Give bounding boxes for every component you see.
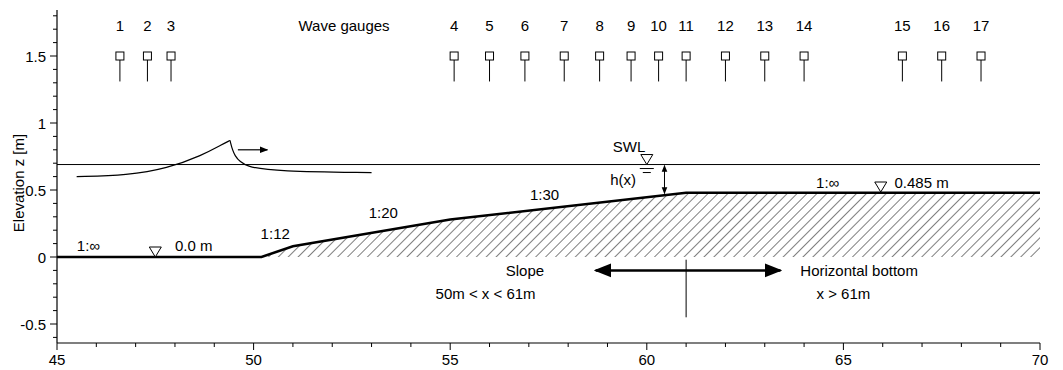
- gauge-number: 7: [560, 18, 568, 33]
- x-axis: [57, 342, 1040, 343]
- y-tick-label: 0.5: [25, 183, 46, 198]
- hatched-bed: [261, 193, 1040, 257]
- gauges-title: Wave gauges: [298, 18, 389, 33]
- gauge-number: 4: [450, 18, 458, 33]
- slope-ratio: 1:∞: [77, 237, 100, 252]
- gauge-number: 13: [756, 18, 773, 33]
- level-label: 0.0 m: [175, 237, 213, 252]
- x-tick-label: 50: [245, 352, 262, 367]
- slope-ratio: 1:30: [530, 187, 559, 202]
- gauge-number: 11: [678, 18, 694, 33]
- slope-ratio: 1:20: [369, 205, 398, 220]
- slope-ratio: 1:∞: [816, 174, 839, 189]
- gauge-number: 2: [143, 18, 151, 33]
- bed-profile: [57, 193, 1040, 257]
- swl-label: SWL: [613, 138, 646, 153]
- slope-ratio: 1:12: [261, 225, 290, 240]
- y-ticks: [50, 16, 57, 338]
- x-tick-label: 45: [49, 352, 66, 367]
- region-label: Slope: [506, 263, 544, 278]
- gauge-number: 12: [717, 18, 734, 33]
- gauge-number: 5: [485, 18, 493, 33]
- x-ticks: [57, 343, 1040, 350]
- gauge-number: 15: [894, 18, 911, 33]
- depth-label: h(x): [610, 171, 636, 186]
- region-range: x > 61m: [817, 286, 871, 301]
- swl-line: [57, 164, 1040, 165]
- gauge-number: 9: [627, 18, 635, 33]
- gauge-number: 14: [796, 18, 813, 33]
- y-tick-label: 1: [38, 116, 46, 131]
- x-tick-label: 60: [638, 352, 655, 367]
- gauge-number: 10: [650, 18, 667, 33]
- gauge-number: 8: [595, 18, 603, 33]
- wave-arrow: [238, 149, 267, 150]
- x-tick-label: 65: [835, 352, 852, 367]
- crest-level-marker: [875, 182, 887, 192]
- region-divider: [686, 260, 687, 318]
- gauge-number: 3: [167, 18, 175, 33]
- level-label: 0.485 m: [895, 174, 949, 189]
- swl-dash: [643, 172, 651, 173]
- gauge-number: 6: [521, 18, 529, 33]
- y-tick-label: 0: [38, 250, 46, 265]
- swl-dash: [640, 168, 654, 169]
- y-tick-label: -0.5: [20, 317, 46, 332]
- gauge-number: 17: [973, 18, 990, 33]
- wave-back: [230, 140, 372, 172]
- x-tick-label: 70: [1032, 352, 1049, 367]
- gauge-number: 16: [933, 18, 950, 33]
- x-tick-label: 55: [442, 352, 459, 367]
- y-axis-title: Elevation z [m]: [11, 134, 26, 232]
- floor-level-marker: [149, 247, 161, 257]
- swl-marker: [641, 155, 653, 165]
- y-tick-label: 1.5: [25, 49, 46, 64]
- wave-gauges: [116, 52, 985, 81]
- region-range: 50m < x < 61m: [436, 286, 536, 301]
- gauge-number: 1: [116, 18, 124, 33]
- depth-arrow: [664, 166, 665, 194]
- region-arrow: [596, 269, 781, 272]
- wave-front: [77, 140, 230, 176]
- region-label: Horizontal bottom: [800, 263, 918, 278]
